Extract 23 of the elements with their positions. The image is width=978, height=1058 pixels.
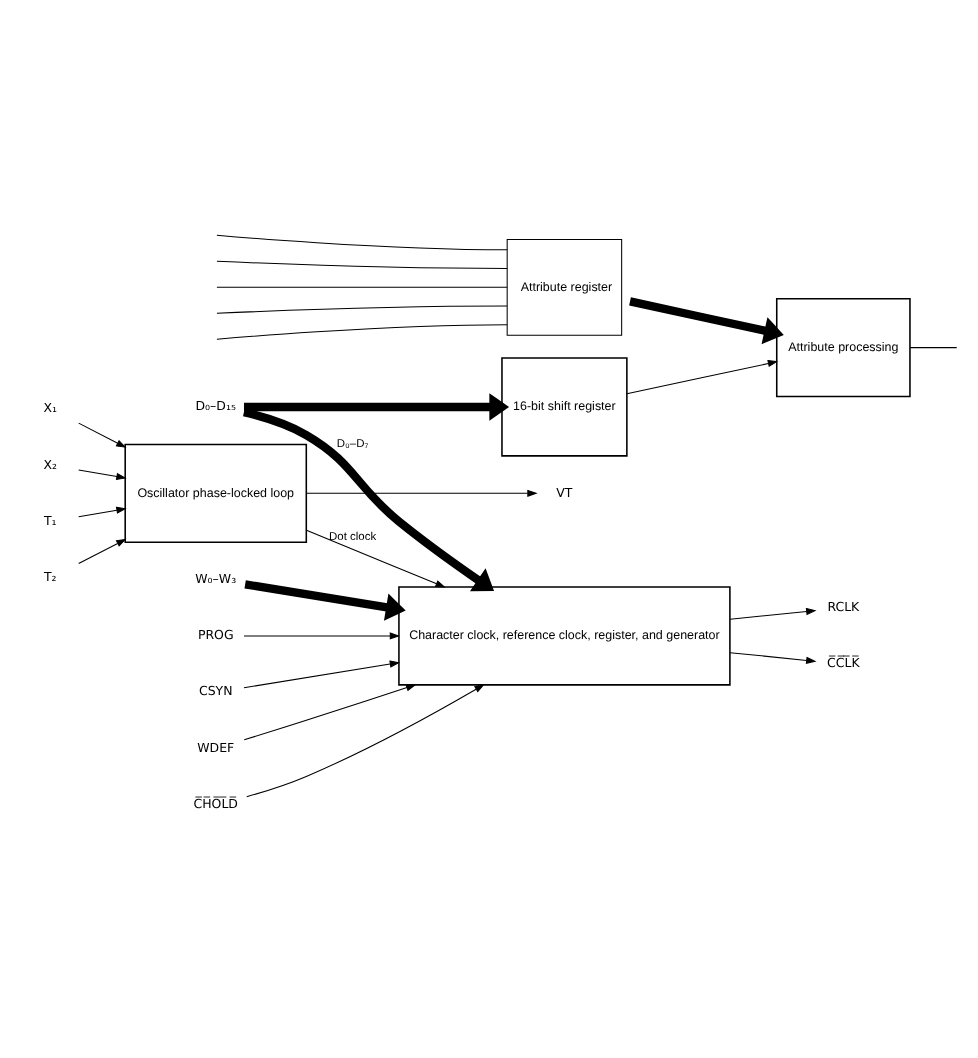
arrow: [305, 529, 445, 588]
arrow: [728, 652, 816, 664]
connector: [215, 234, 507, 251]
arrow: [305, 489, 537, 497]
arrow: [243, 580, 405, 621]
arrow: [628, 297, 783, 345]
connector: [215, 305, 507, 314]
arrow: [77, 422, 126, 448]
arrow: [242, 684, 416, 741]
connector: [215, 260, 507, 270]
arrow: [728, 607, 816, 620]
arrow: [243, 393, 509, 421]
connector: [215, 324, 507, 340]
connector: [908, 347, 957, 349]
connector: [215, 286, 507, 288]
arrow: [77, 469, 126, 481]
arrow: [242, 660, 400, 689]
arrow: [625, 360, 778, 395]
arrow: [242, 632, 400, 640]
arrow: [245, 684, 484, 798]
arrow: [77, 538, 126, 565]
arrow: [241, 408, 494, 592]
arrow: [77, 506, 126, 518]
